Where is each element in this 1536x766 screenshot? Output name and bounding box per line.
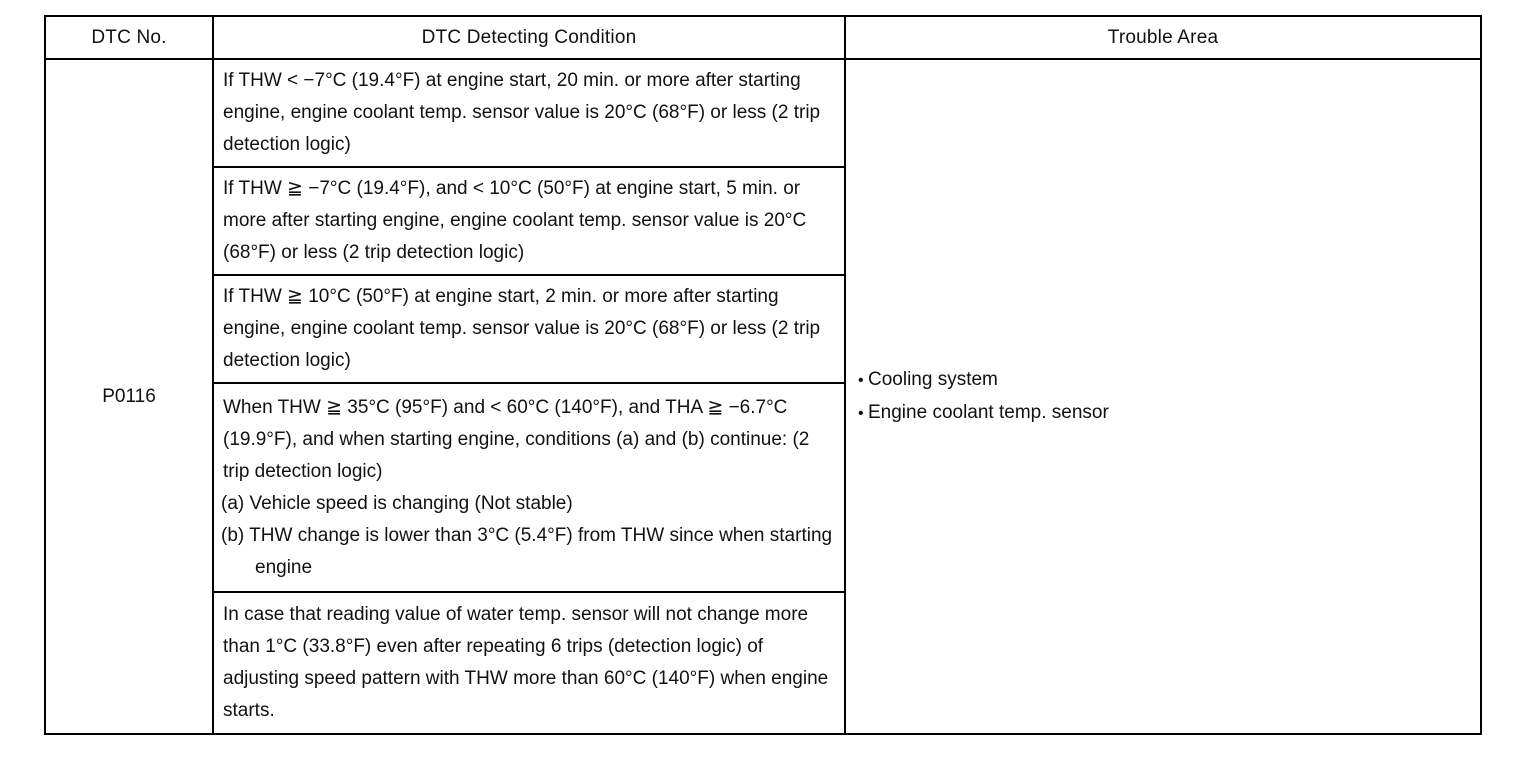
condition-text: If THW ≧ 10°C (50°F) at engine start, 2 … — [223, 286, 821, 371]
condition-cell-3: If THW ≧ 10°C (50°F) at engine start, 2 … — [212, 274, 846, 384]
table-row: If THW ≧ −7°C (19.4°F), and < 10°C (50°F… — [45, 166, 1481, 276]
dtc-table: DTC No. DTC Detecting Condition Trouble … — [44, 15, 1482, 735]
condition-cell-5: In case that reading value of water temp… — [212, 591, 846, 735]
trouble-area-label: Cooling system — [868, 368, 998, 390]
bullet-icon: • — [858, 404, 864, 422]
condition-cell-2: If THW ≧ −7°C (19.4°F), and < 10°C (50°F… — [212, 166, 846, 276]
condition-text: If THW < −7°C (19.4°F) at engine start, … — [223, 70, 821, 155]
dtc-number-cell: P0116 — [44, 58, 214, 735]
trouble-area-item: •Engine coolant temp. sensor — [858, 397, 1480, 430]
condition-text: If THW ≧ −7°C (19.4°F), and < 10°C (50°F… — [223, 178, 807, 263]
condition-text: In case that reading value of water temp… — [223, 604, 829, 721]
header-dtc-no: DTC No. — [44, 15, 214, 60]
header-trouble-area: Trouble Area — [844, 15, 1482, 60]
condition-cell-4: When THW ≧ 35°C (95°F) and < 60°C (140°F… — [212, 382, 846, 593]
condition-sub-item-a: (a) Vehicle speed is changing (Not stabl… — [221, 492, 573, 514]
trouble-area-cell: •Cooling system •Engine coolant temp. se… — [844, 58, 1482, 735]
table-row: In case that reading value of water temp… — [45, 591, 1481, 735]
trouble-area-item: •Cooling system — [858, 364, 1480, 397]
condition-text: When THW ≧ 35°C (95°F) and < 60°C (140°F… — [223, 396, 810, 482]
table-row: If THW ≧ 10°C (50°F) at engine start, 2 … — [45, 274, 1481, 384]
condition-cell-1: If THW < −7°C (19.4°F) at engine start, … — [212, 58, 846, 168]
trouble-area-label: Engine coolant temp. sensor — [868, 401, 1109, 423]
header-detecting-condition: DTC Detecting Condition — [212, 15, 846, 60]
bullet-icon: • — [858, 371, 864, 389]
condition-sub-item-b: (b) THW change is lower than 3°C (5.4°F)… — [221, 524, 833, 578]
table-row: When THW ≧ 35°C (95°F) and < 60°C (140°F… — [45, 382, 1481, 593]
table-header-row: DTC No. DTC Detecting Condition Trouble … — [44, 15, 1482, 60]
table-row: P0116 If THW < −7°C (19.4°F) at engine s… — [44, 58, 1482, 735]
